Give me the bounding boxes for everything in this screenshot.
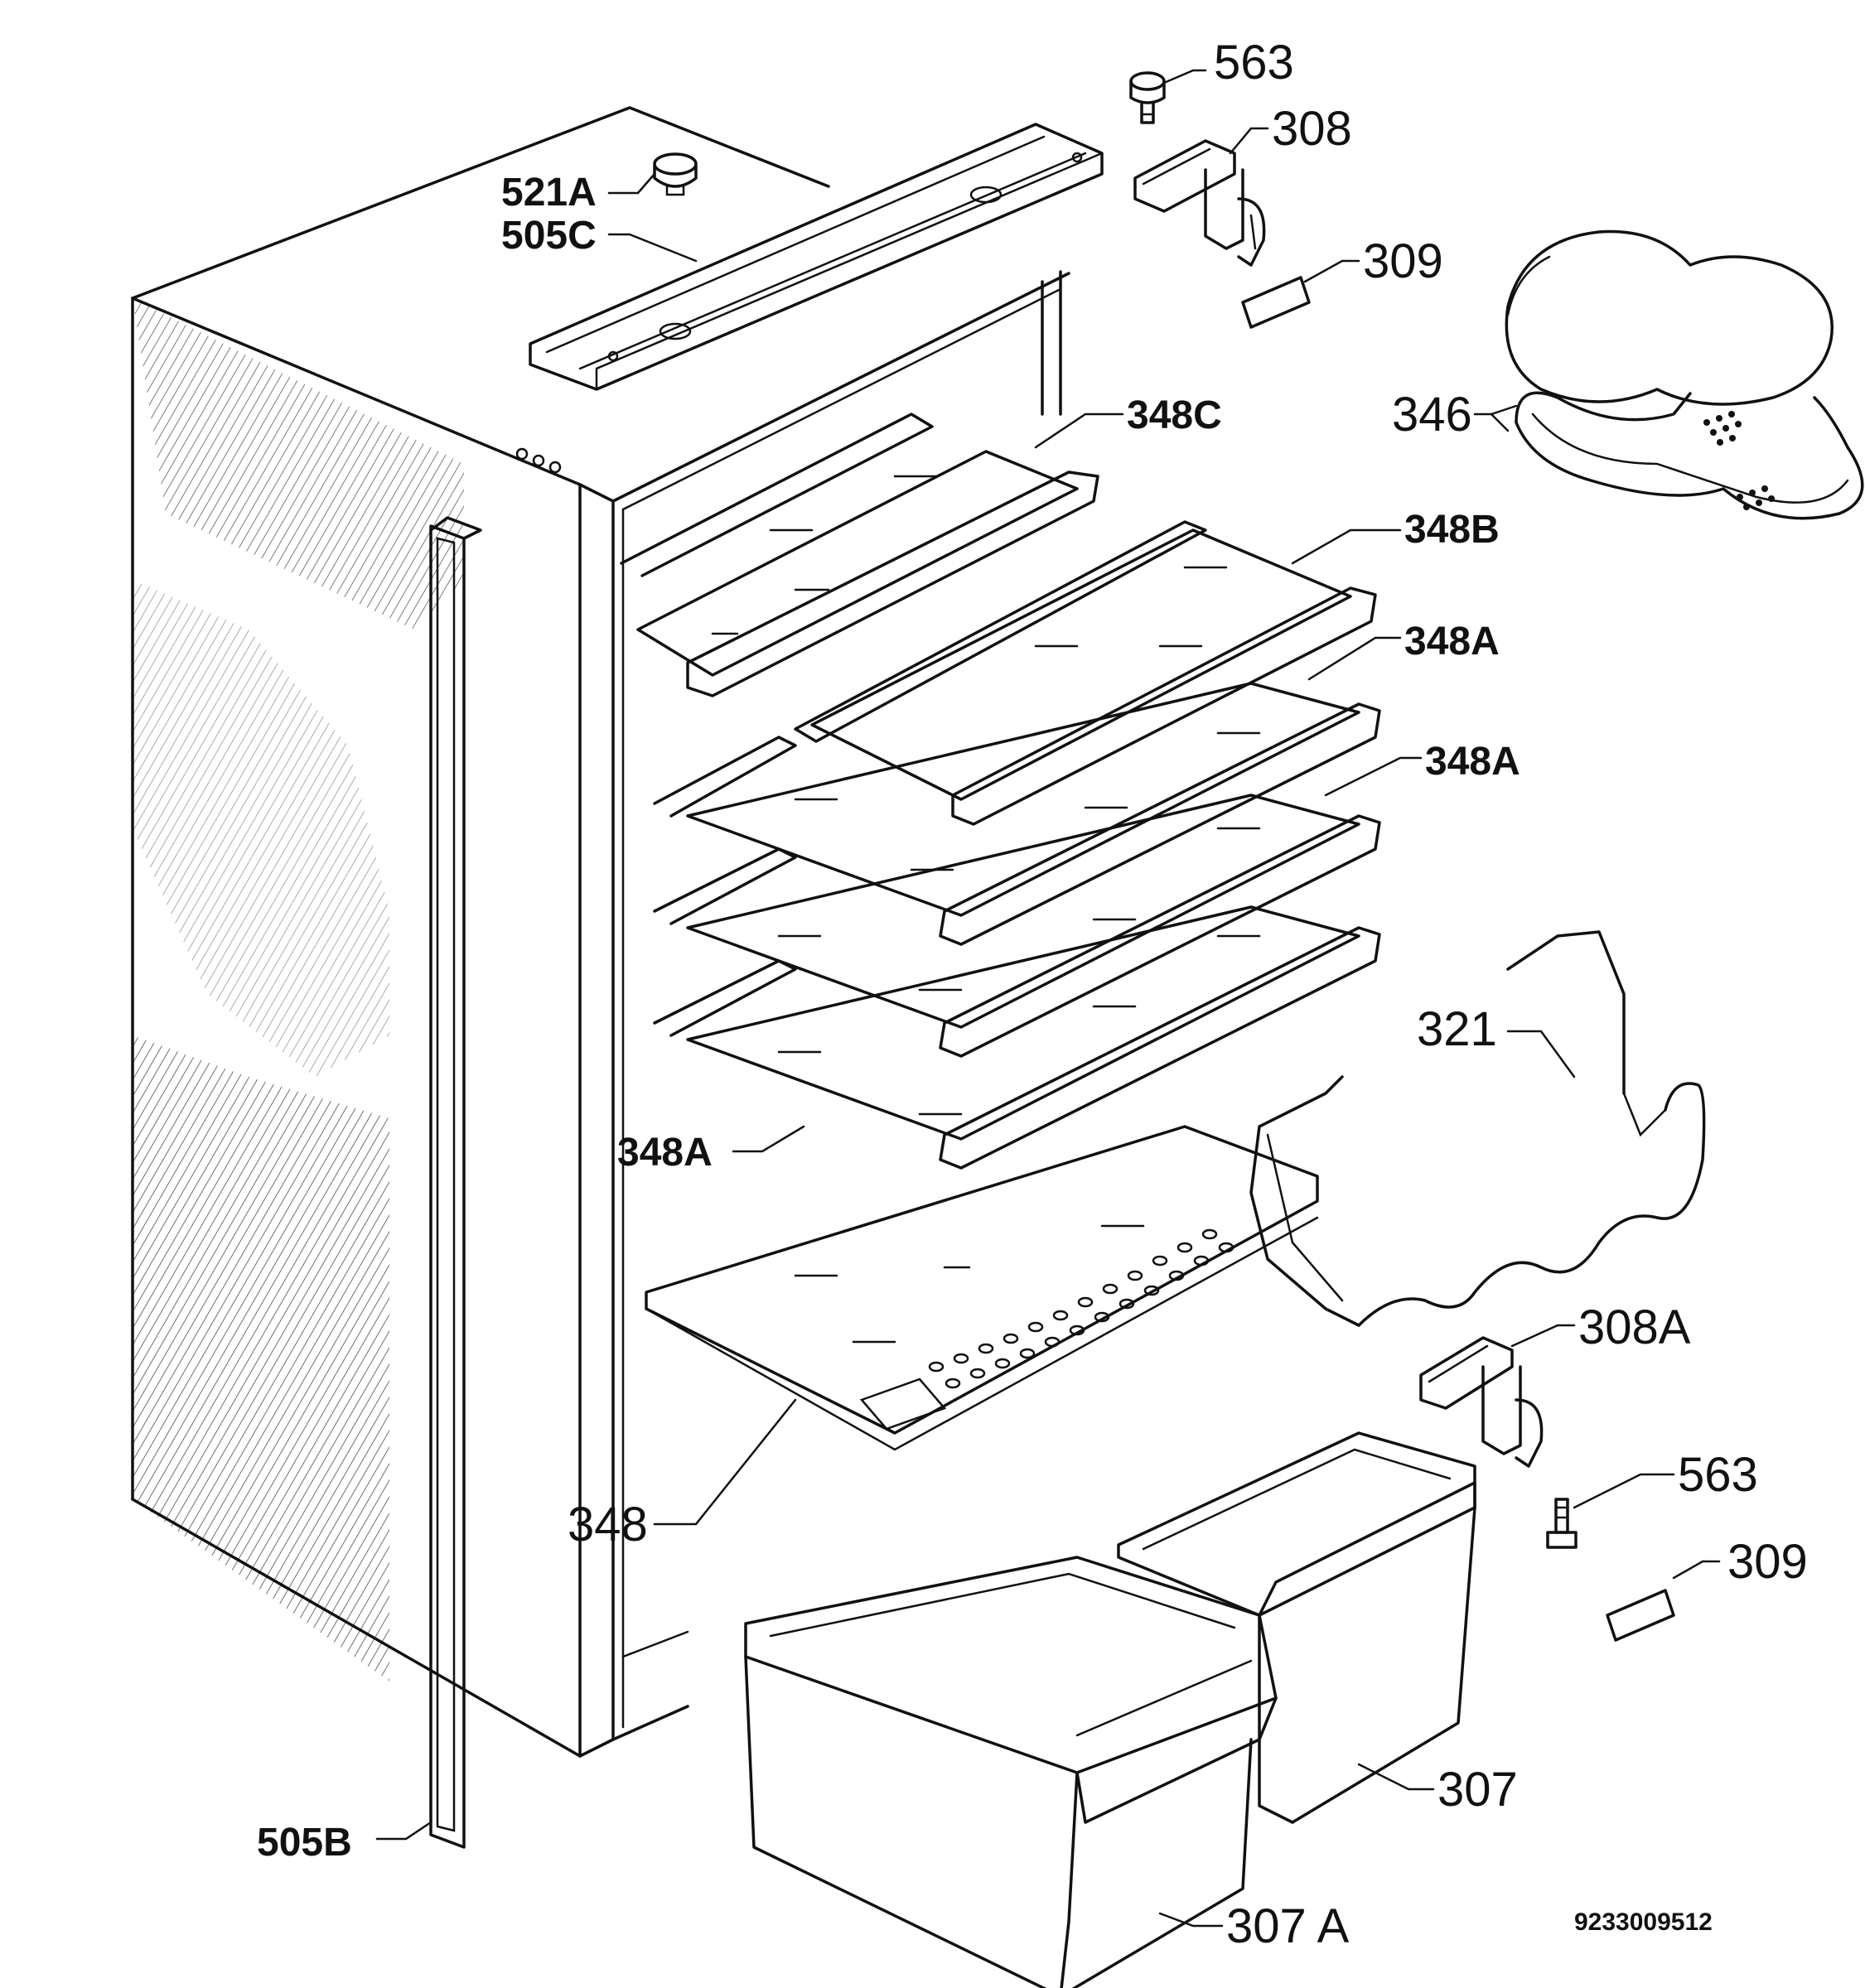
label-505c: 505C — [501, 214, 597, 258]
hinge-308a — [1419, 1336, 1544, 1468]
label-563-bottom: 563 — [1678, 1448, 1758, 1502]
knob-521a — [653, 152, 698, 196]
shelf-348c — [620, 413, 1099, 697]
label-348a-1: 348A — [1404, 620, 1500, 663]
label-309-top — [1241, 276, 1311, 329]
label-521a: 521A — [501, 171, 597, 215]
label-307: 307 — [1437, 1763, 1518, 1817]
label-309-bottom: 309 — [1727, 1535, 1808, 1589]
crisper-307a — [744, 1556, 1278, 1988]
label-309-top: 309 — [1363, 234, 1443, 288]
label-307a: 307 A — [1226, 1899, 1350, 1953]
egg-tray-holes — [1703, 411, 1775, 510]
label-348c: 348C — [1127, 393, 1222, 437]
egg-tray-346 — [1505, 229, 1864, 520]
label-348b: 348B — [1404, 508, 1500, 552]
screw-563-top — [1129, 71, 1166, 124]
shelf-348a-1 — [653, 682, 1381, 946]
cabinet-body — [131, 106, 1070, 1758]
crisper-307 — [1117, 1431, 1476, 1824]
vent-holes — [928, 1228, 1234, 1389]
label-348a-3: 348A — [617, 1131, 713, 1175]
label-309-bottom — [1606, 1589, 1675, 1642]
hinge-308 — [1133, 139, 1266, 267]
label-348: 348 — [568, 1498, 648, 1551]
label-308: 308 — [1272, 102, 1352, 156]
label-348a-2: 348A — [1425, 740, 1520, 784]
bottle-rack-321 — [1249, 930, 1706, 1327]
drawing-code: 9233009512 — [1574, 1908, 1713, 1936]
hinge-rail-505c — [529, 123, 1104, 391]
part-labels: 563 308 309 521A 505C 346 348C 348B 348A… — [257, 36, 1808, 1953]
label-308a: 308A — [1578, 1300, 1691, 1354]
leader-lines — [375, 69, 1721, 1928]
label-505b: 505B — [257, 1821, 352, 1865]
label-321: 321 — [1417, 1002, 1497, 1056]
screw-563-bottom — [1546, 1498, 1578, 1549]
label-346: 346 — [1392, 388, 1472, 442]
shelf-348a-2 — [653, 794, 1381, 1058]
shelf-348a-3 — [653, 905, 1381, 1170]
door-gasket-505b — [429, 516, 482, 1849]
shelf-348b — [794, 520, 1377, 826]
label-563-top: 563 — [1214, 36, 1294, 89]
shelf-348 — [645, 1125, 1319, 1451]
